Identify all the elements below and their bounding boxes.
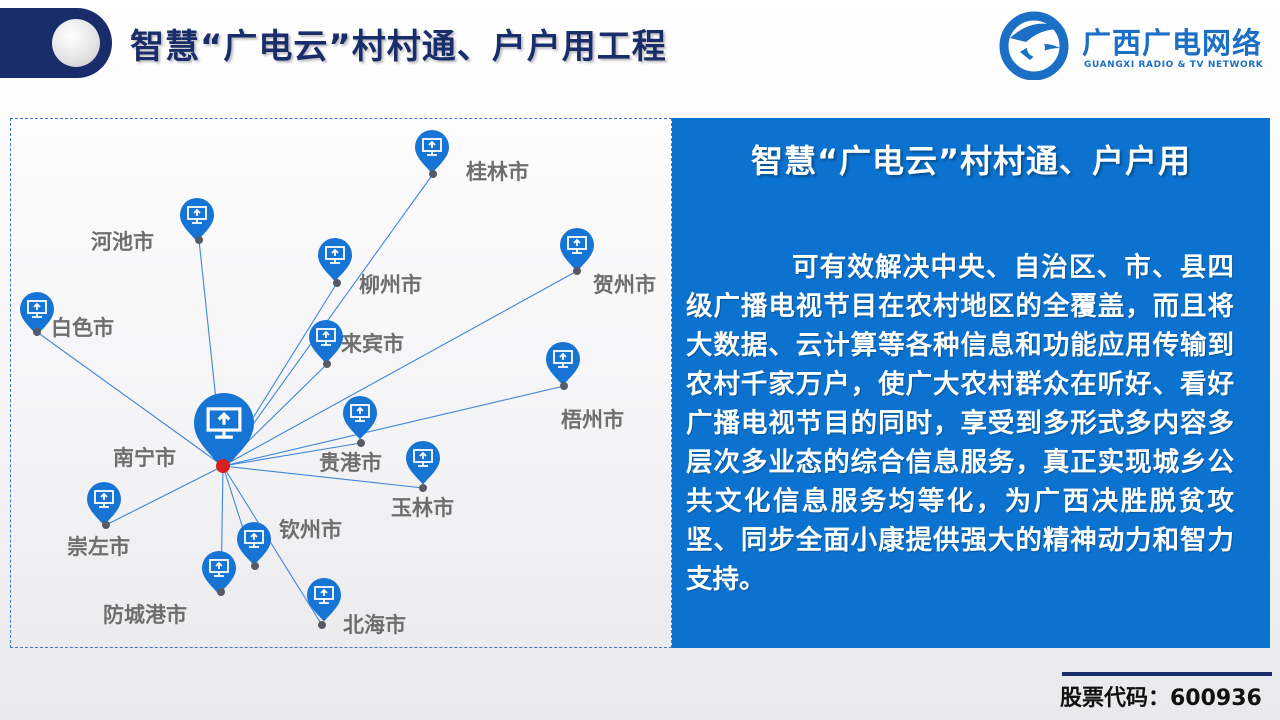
hub-label: 南宁市 xyxy=(113,446,176,470)
city-dot xyxy=(573,267,581,275)
city-label: 河池市 xyxy=(91,230,154,254)
info-title: 智慧“广电云”村村通、户户用 xyxy=(750,142,1192,180)
city-pin-icon xyxy=(546,342,580,386)
city-pin-icon xyxy=(406,441,440,485)
connection-line xyxy=(222,385,565,467)
city-label: 北海市 xyxy=(343,613,406,637)
city-label: 防城港市 xyxy=(103,603,187,627)
city-dot xyxy=(251,562,259,570)
city-dot xyxy=(429,170,437,178)
page-title: 智慧“广电云”村村通、户户用工程 xyxy=(130,27,667,67)
city-pin-icon xyxy=(343,396,377,440)
city-label: 柳州市 xyxy=(359,273,422,297)
city-network-map: 桂林市河池市柳州市 贺州市白色市来宾市梧州市贵港市玉林市崇左市 钦州市防城港市 北海市… xyxy=(10,118,672,648)
city-label: 贺州市 xyxy=(593,273,656,297)
connection-line xyxy=(222,173,434,467)
connection-line xyxy=(105,465,224,526)
info-body-text: 可有效解决中央、自治区、市、县四级广播电视节目在农村地区的全覆盖，而且将大数据、… xyxy=(686,252,1234,595)
city-label: 白色市 xyxy=(51,316,114,340)
hub-pin-icon xyxy=(194,393,254,470)
city-dot xyxy=(333,279,341,287)
city-pin-icon xyxy=(237,522,271,566)
guangxi-network-logo-icon xyxy=(999,11,1069,80)
city-label: 来宾市 xyxy=(341,332,404,356)
city-dot xyxy=(323,360,331,368)
logo-name-en: GUANGXI RADIO & TV NETWORK xyxy=(1084,60,1264,70)
city-pin-icon xyxy=(20,292,54,336)
city-dot xyxy=(560,382,568,390)
city-pin-icon xyxy=(202,551,236,595)
city-pin-icon xyxy=(309,320,343,364)
footer-divider xyxy=(1062,672,1272,676)
connection-line xyxy=(222,442,362,467)
connection-line xyxy=(36,331,224,467)
city-pin-icon xyxy=(180,198,214,242)
city-pin-icon xyxy=(415,130,449,174)
hub-dot xyxy=(216,459,230,473)
city-label: 桂林市 xyxy=(465,160,529,184)
city-dot xyxy=(357,439,365,447)
city-label: 贵港市 xyxy=(319,451,382,475)
city-label: 梧州市 xyxy=(561,408,624,432)
city-label: 钦州市 xyxy=(279,518,342,542)
city-dot xyxy=(318,621,326,629)
info-panel: 智慧“广电云”村村通、户户用 可有效解决中央、自治区、市、县四级广播电视节目在农… xyxy=(672,118,1270,648)
city-dot xyxy=(102,521,110,529)
city-label: 崇左市 xyxy=(67,535,130,559)
city-dot xyxy=(217,588,225,596)
city-dot xyxy=(419,484,427,492)
connection-line xyxy=(222,270,578,467)
city-pin-icon xyxy=(560,228,594,272)
stock-code: 股票代码：600936 xyxy=(1060,686,1262,711)
connection-line xyxy=(222,465,323,626)
city-dot xyxy=(33,328,41,336)
header-circle-icon xyxy=(52,19,100,67)
city-pin-icon xyxy=(87,482,121,526)
city-pin-icon xyxy=(318,238,352,282)
connection-line xyxy=(222,465,424,489)
city-dot xyxy=(195,236,203,244)
logo-name-cn: 广西广电网络 xyxy=(1082,26,1263,60)
city-label: 玉林市 xyxy=(391,496,454,520)
city-pin-icon xyxy=(307,578,341,622)
